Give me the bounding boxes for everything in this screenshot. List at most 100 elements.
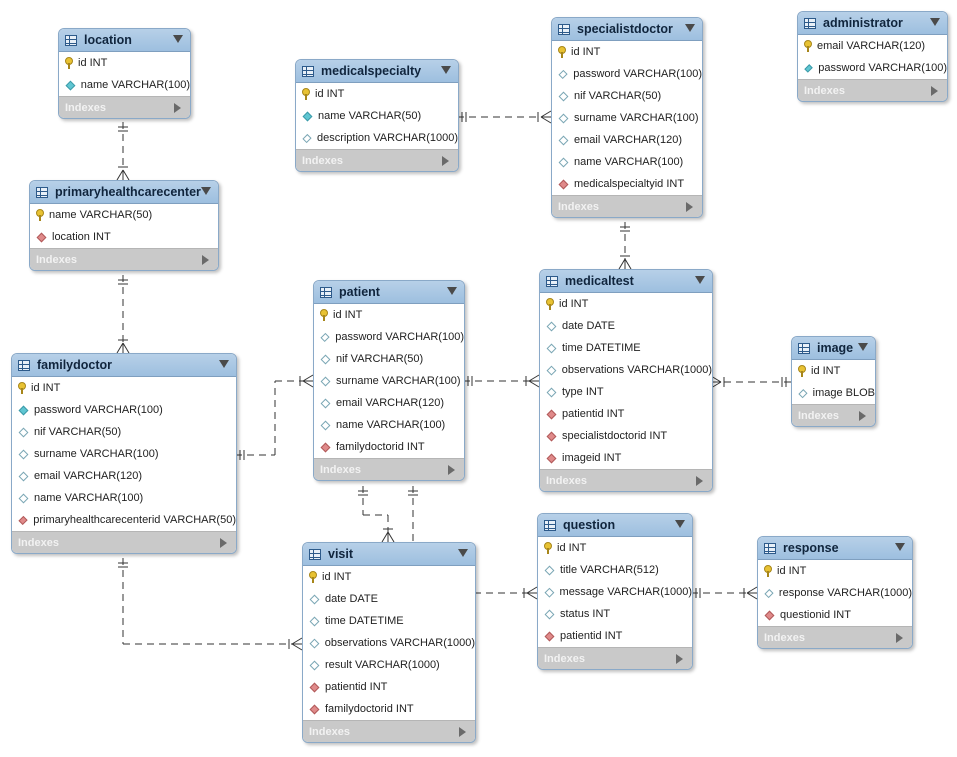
column-row[interactable]: date DATE	[303, 588, 475, 610]
column-row[interactable]: password VARCHAR(100)	[552, 63, 702, 85]
column-row[interactable]: questionid INT	[758, 604, 912, 626]
collapse-triangle-icon[interactable]	[675, 520, 685, 528]
column-row[interactable]: response VARCHAR(1000)	[758, 582, 912, 604]
table-header[interactable]: administrator	[798, 12, 947, 35]
column-row[interactable]: id INT	[314, 304, 464, 326]
table-header[interactable]: response	[758, 537, 912, 560]
column-row[interactable]: medicalspecialtyid INT	[552, 173, 702, 195]
indexes-section[interactable]: Indexes	[12, 531, 236, 553]
collapse-triangle-icon[interactable]	[858, 343, 868, 351]
column-row[interactable]: id INT	[792, 360, 875, 382]
indexes-section[interactable]: Indexes	[314, 458, 464, 480]
column-row[interactable]: name VARCHAR(50)	[296, 105, 458, 127]
column-row[interactable]: nif VARCHAR(50)	[552, 85, 702, 107]
table-header[interactable]: medicaltest	[540, 270, 712, 293]
column-row[interactable]: email VARCHAR(120)	[314, 392, 464, 414]
column-row[interactable]: password VARCHAR(100)	[314, 326, 464, 348]
column-row[interactable]: name VARCHAR(100)	[552, 151, 702, 173]
expand-arrow-icon[interactable]	[459, 727, 466, 737]
column-row[interactable]: result VARCHAR(1000)	[303, 654, 475, 676]
column-row[interactable]: nif VARCHAR(50)	[314, 348, 464, 370]
table-header[interactable]: question	[538, 514, 692, 537]
collapse-triangle-icon[interactable]	[930, 18, 940, 26]
column-row[interactable]: patientid INT	[540, 403, 712, 425]
column-row[interactable]: location INT	[30, 226, 218, 248]
indexes-section[interactable]: Indexes	[798, 79, 947, 101]
expand-arrow-icon[interactable]	[220, 538, 227, 548]
column-row[interactable]: name VARCHAR(50)	[30, 204, 218, 226]
table-header[interactable]: patient	[314, 281, 464, 304]
indexes-section[interactable]: Indexes	[30, 248, 218, 270]
column-row[interactable]: surname VARCHAR(100)	[552, 107, 702, 129]
table-header[interactable]: image	[792, 337, 875, 360]
column-row[interactable]: id INT	[538, 537, 692, 559]
collapse-triangle-icon[interactable]	[458, 549, 468, 557]
column-row[interactable]: type INT	[540, 381, 712, 403]
collapse-triangle-icon[interactable]	[173, 35, 183, 43]
column-row[interactable]: observations VARCHAR(1000)	[303, 632, 475, 654]
column-row[interactable]: date DATE	[540, 315, 712, 337]
column-row[interactable]: title VARCHAR(512)	[538, 559, 692, 581]
column-row[interactable]: surname VARCHAR(100)	[314, 370, 464, 392]
indexes-section[interactable]: Indexes	[303, 720, 475, 742]
column-row[interactable]: id INT	[59, 52, 190, 74]
expand-arrow-icon[interactable]	[676, 654, 683, 664]
collapse-triangle-icon[interactable]	[685, 24, 695, 32]
column-row[interactable]: time DATETIME	[303, 610, 475, 632]
collapse-triangle-icon[interactable]	[201, 187, 211, 195]
indexes-section[interactable]: Indexes	[540, 469, 712, 491]
table-header[interactable]: familydoctor	[12, 354, 236, 377]
collapse-triangle-icon[interactable]	[695, 276, 705, 284]
expand-arrow-icon[interactable]	[686, 202, 693, 212]
column-row[interactable]: email VARCHAR(120)	[552, 129, 702, 151]
collapse-triangle-icon[interactable]	[219, 360, 229, 368]
column-row[interactable]: description VARCHAR(1000)	[296, 127, 458, 149]
column-row[interactable]: password VARCHAR(100)	[798, 57, 947, 79]
column-row[interactable]: status INT	[538, 603, 692, 625]
table-header[interactable]: location	[59, 29, 190, 52]
column-row[interactable]: primaryhealthcarecenterid VARCHAR(50)	[12, 509, 236, 531]
expand-arrow-icon[interactable]	[896, 633, 903, 643]
column-row[interactable]: specialistdoctorid INT	[540, 425, 712, 447]
expand-arrow-icon[interactable]	[442, 156, 449, 166]
column-row[interactable]: patientid INT	[538, 625, 692, 647]
table-header[interactable]: specialistdoctor	[552, 18, 702, 41]
column-row[interactable]: patientid INT	[303, 676, 475, 698]
column-row[interactable]: name VARCHAR(100)	[59, 74, 190, 96]
column-row[interactable]: imageid INT	[540, 447, 712, 469]
column-row[interactable]: id INT	[540, 293, 712, 315]
indexes-section[interactable]: Indexes	[59, 96, 190, 118]
column-row[interactable]: name VARCHAR(100)	[314, 414, 464, 436]
expand-arrow-icon[interactable]	[931, 86, 938, 96]
column-row[interactable]: message VARCHAR(1000)	[538, 581, 692, 603]
column-row[interactable]: image BLOB	[792, 382, 875, 404]
column-row[interactable]: email VARCHAR(120)	[798, 35, 947, 57]
column-row[interactable]: id INT	[303, 566, 475, 588]
column-row[interactable]: time DATETIME	[540, 337, 712, 359]
collapse-triangle-icon[interactable]	[895, 543, 905, 551]
expand-arrow-icon[interactable]	[448, 465, 455, 475]
expand-arrow-icon[interactable]	[696, 476, 703, 486]
column-row[interactable]: surname VARCHAR(100)	[12, 443, 236, 465]
indexes-section[interactable]: Indexes	[792, 404, 875, 426]
indexes-section[interactable]: Indexes	[758, 626, 912, 648]
column-row[interactable]: familydoctorid INT	[314, 436, 464, 458]
column-row[interactable]: id INT	[296, 83, 458, 105]
expand-arrow-icon[interactable]	[174, 103, 181, 113]
column-row[interactable]: password VARCHAR(100)	[12, 399, 236, 421]
indexes-section[interactable]: Indexes	[538, 647, 692, 669]
indexes-section[interactable]: Indexes	[296, 149, 458, 171]
column-row[interactable]: name VARCHAR(100)	[12, 487, 236, 509]
expand-arrow-icon[interactable]	[202, 255, 209, 265]
column-row[interactable]: id INT	[12, 377, 236, 399]
collapse-triangle-icon[interactable]	[447, 287, 457, 295]
